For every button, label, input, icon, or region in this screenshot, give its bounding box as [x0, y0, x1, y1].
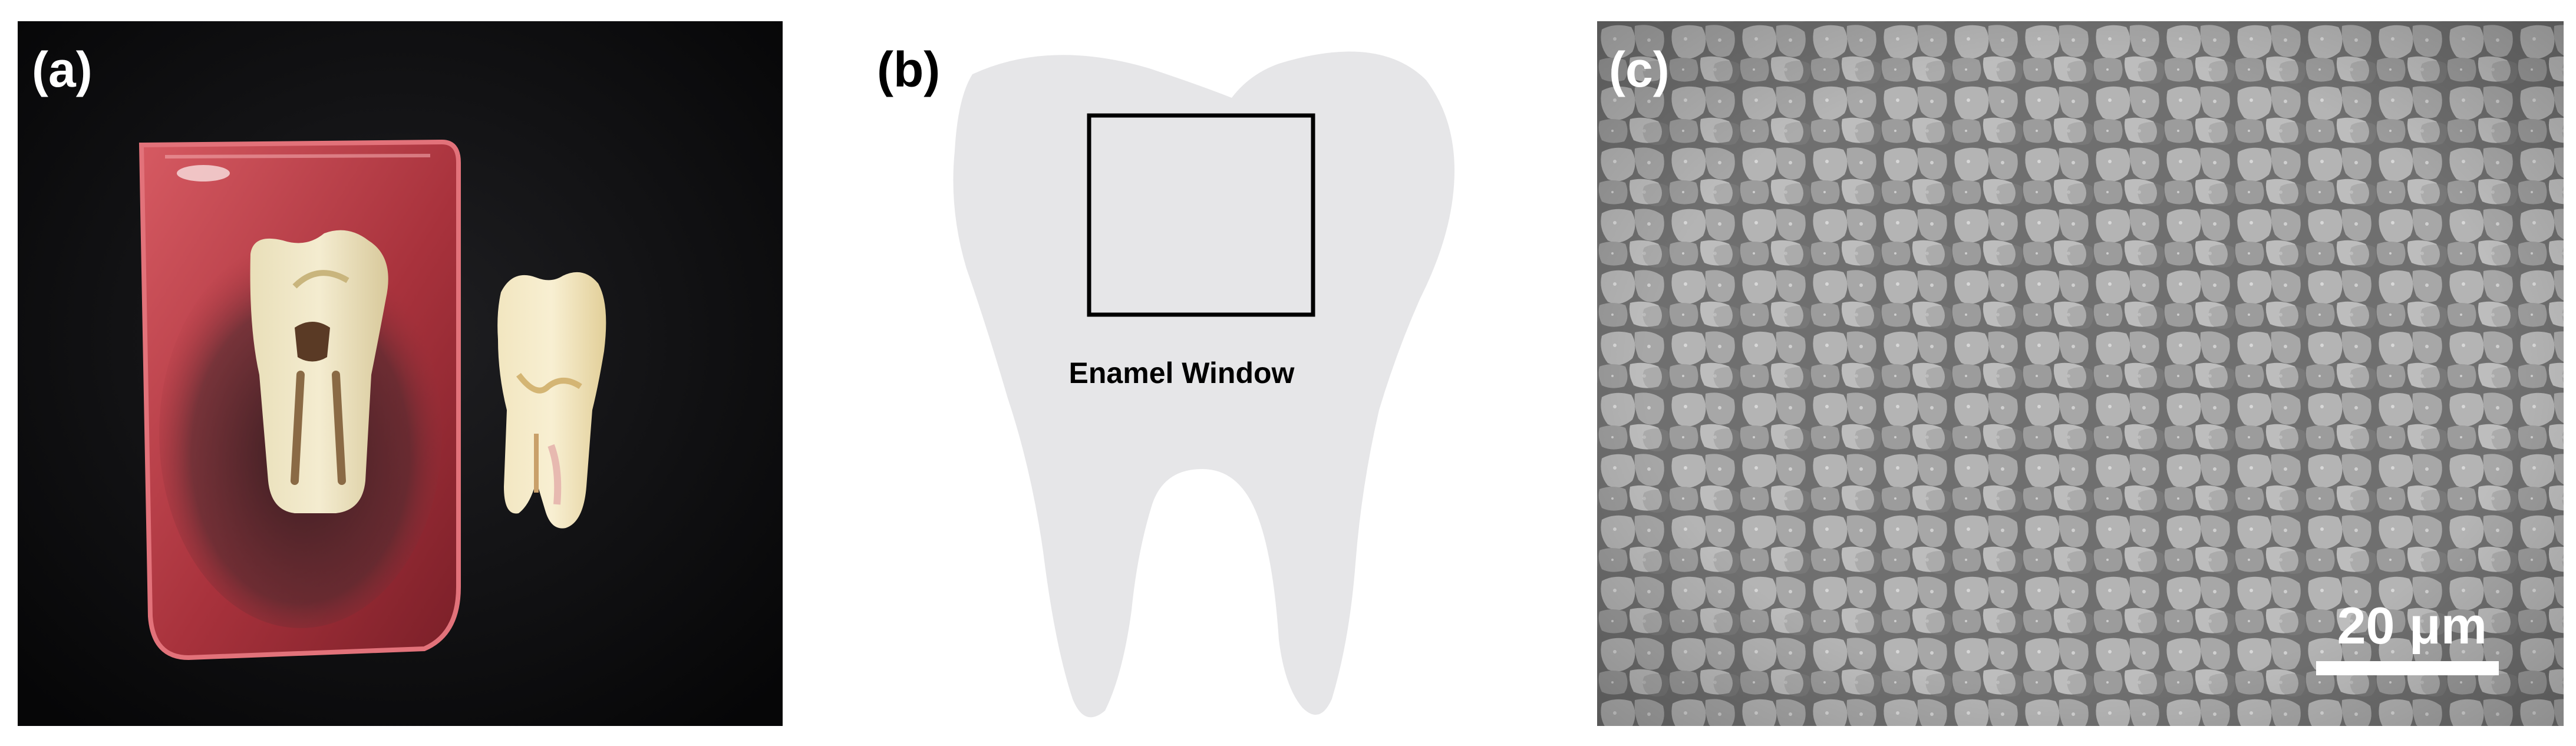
scale-bar: [2316, 661, 2499, 675]
enamel-window-caption: Enamel Window: [1068, 357, 1295, 389]
embedded-tooth: [250, 230, 388, 513]
tooth-outline-icon: [953, 51, 1454, 718]
whole-tooth: [497, 272, 606, 529]
panel-a-label: (a): [32, 42, 93, 97]
panel-b-schematic: (b) Enamel Window: [872, 21, 1585, 726]
scale-bar-label: 20 μm: [2337, 596, 2487, 655]
enamel-window-rect: [1087, 113, 1315, 317]
sem-texture: [1597, 21, 2564, 726]
teeth-photo-image: [18, 21, 783, 726]
panel-c-label: (c): [1609, 42, 1670, 97]
panel-c-sem: (c) 20 μm: [1597, 21, 2564, 726]
panel-b-label: (b): [877, 42, 941, 97]
panel-a-photo: (a): [18, 21, 783, 726]
